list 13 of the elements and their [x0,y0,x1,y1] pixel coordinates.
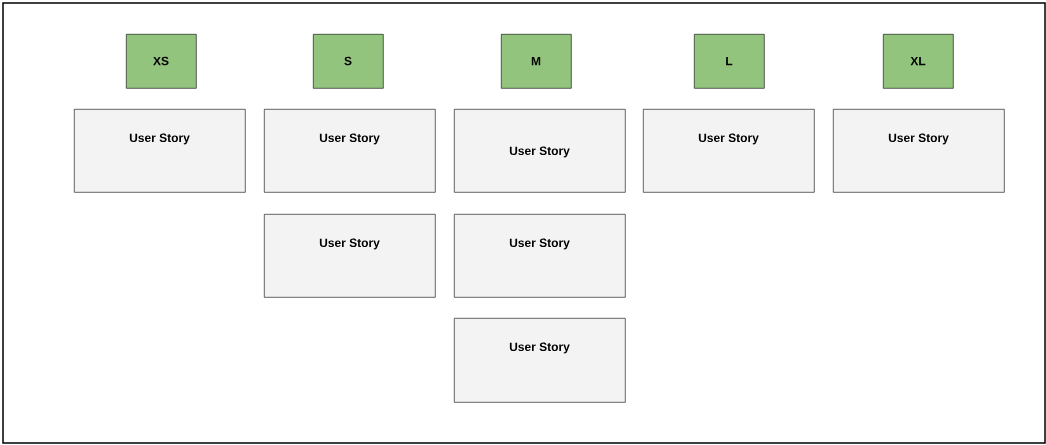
size-card: XL [883,34,954,89]
story-card: User Story [454,109,626,193]
size-card: L [694,34,765,89]
size-card: S [313,34,384,89]
story-card: User Story [264,109,436,193]
story-card: User Story [454,214,626,298]
story-card: User Story [74,109,246,193]
size-card: XS [126,34,197,89]
story-card: User Story [454,318,626,403]
story-card: User Story [643,109,815,193]
size-card: M [501,34,572,89]
story-card: User Story [833,109,1005,193]
story-card: User Story [264,214,436,298]
